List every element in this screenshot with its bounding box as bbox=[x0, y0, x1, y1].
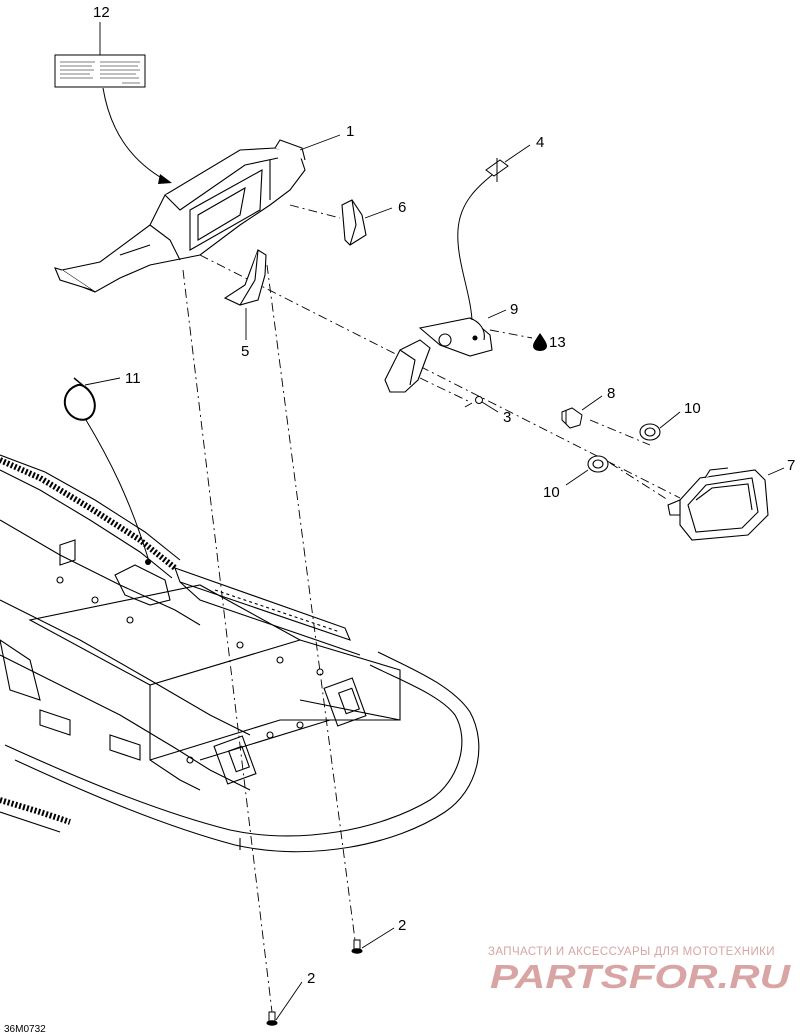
drop-icon bbox=[533, 333, 547, 351]
arrow-head bbox=[158, 174, 172, 184]
callout-2a: 2 bbox=[398, 917, 406, 934]
callout-12: 12 bbox=[93, 4, 110, 21]
callout-4: 4 bbox=[536, 134, 544, 151]
part-5-deflector bbox=[223, 249, 267, 306]
callout-1: 1 bbox=[346, 123, 354, 140]
part-6-deflector bbox=[341, 199, 367, 246]
callout-13: 13 bbox=[549, 334, 566, 351]
leader-11-to-chassis bbox=[85, 419, 149, 559]
watermark-tagline: ЗАПЧАСТИ И АКСЕССУАРЫ ДЛЯ МОТОТЕХНИКИ bbox=[488, 946, 775, 958]
chassis-frame bbox=[0, 454, 480, 853]
part-7-tail-light bbox=[667, 467, 769, 541]
callout-3: 3 bbox=[503, 409, 511, 426]
wire-harness bbox=[457, 169, 499, 321]
part-3-screw bbox=[464, 396, 483, 408]
callout-10a: 10 bbox=[684, 400, 701, 417]
part-8-bulb bbox=[561, 407, 583, 429]
watermark-logo-text: PARTSFOR.RU bbox=[490, 958, 791, 994]
part-1-rear-cover bbox=[54, 139, 306, 293]
callout-2b: 2 bbox=[307, 970, 315, 987]
part-4-connector bbox=[485, 158, 509, 182]
part-2-rivet-left bbox=[266, 1011, 278, 1026]
marker-dot bbox=[145, 559, 151, 565]
callout-5: 5 bbox=[241, 343, 249, 360]
watermark-logo: PARTSFOR.RU bbox=[490, 958, 791, 994]
callout-11: 11 bbox=[125, 370, 141, 387]
alignment-lines bbox=[182, 204, 681, 1013]
part-11-cable-tie bbox=[63, 377, 96, 421]
callout-8: 8 bbox=[607, 385, 615, 402]
callout-9: 9 bbox=[510, 301, 518, 318]
part-10-grommet-lower bbox=[587, 455, 609, 473]
leader-12-to-part-1 bbox=[102, 87, 166, 181]
part-10-grommet-upper bbox=[639, 423, 661, 441]
callout-numbers: 1 2 2 3 4 5 6 7 8 9 10 10 11 12 13 36M07… bbox=[4, 4, 795, 1035]
part-12-warning-label bbox=[54, 54, 146, 88]
part-9-light-bracket bbox=[384, 317, 493, 393]
callout-6: 6 bbox=[398, 199, 406, 216]
callout-7: 7 bbox=[787, 457, 795, 474]
leader-lines bbox=[84, 134, 785, 1021]
callout-10b: 10 bbox=[543, 484, 560, 501]
reference-code: 36M0732 bbox=[4, 1024, 46, 1035]
part-2-rivet-right bbox=[351, 939, 363, 954]
